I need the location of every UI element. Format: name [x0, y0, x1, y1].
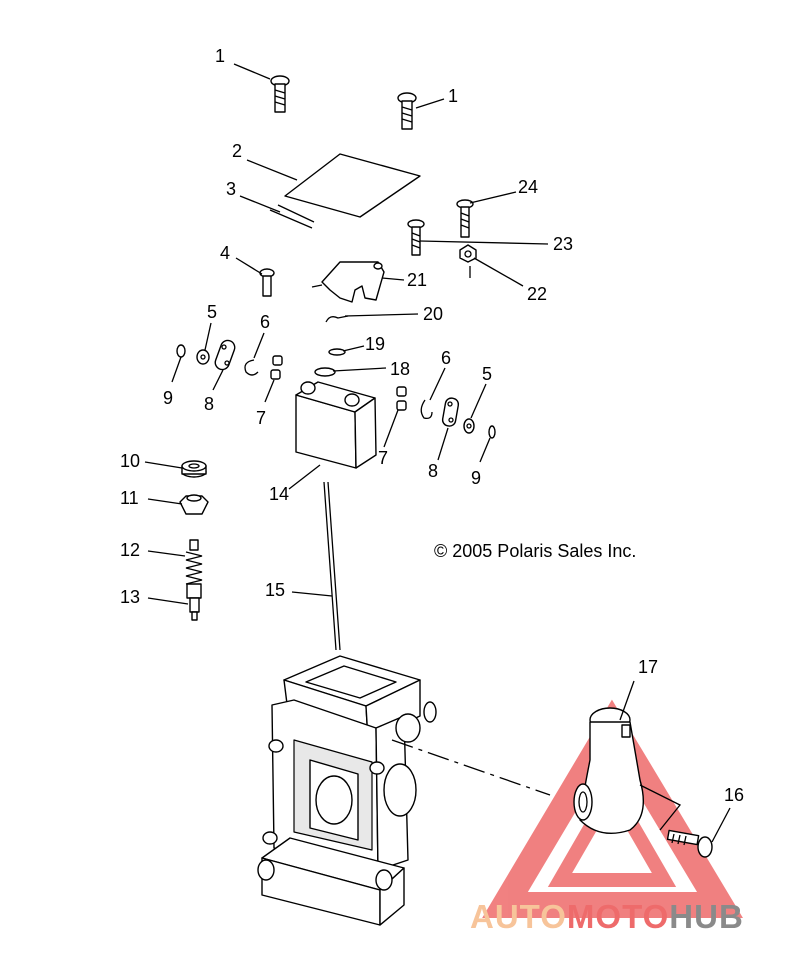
screw-1-left — [270, 75, 290, 113]
label-9-right: 9 — [471, 468, 481, 488]
label-21: 21 — [407, 270, 427, 290]
slide-valve-14 — [295, 381, 377, 469]
label-7-right: 7 — [378, 448, 388, 468]
label-7-left: 7 — [256, 408, 266, 428]
cover-plate-2 — [284, 153, 421, 218]
clip-20 — [325, 315, 349, 323]
screw-24 — [456, 199, 474, 238]
bushing-7-right — [396, 386, 407, 411]
label-5-right: 5 — [482, 364, 492, 384]
watermark-logo — [482, 699, 743, 918]
carburetor-body — [257, 655, 437, 926]
cable-dashed — [391, 739, 551, 796]
ring-9-left — [176, 344, 186, 358]
label-2: 2 — [232, 141, 242, 161]
watermark-hub: HUB — [669, 898, 744, 935]
screw-23 — [407, 219, 425, 256]
label-19: 19 — [365, 334, 385, 354]
part-labels: 1 1 2 3 4 5 6 9 8 7 21 20 19 18 24 23 22… — [120, 46, 744, 805]
screw-1-right — [397, 92, 417, 130]
label-6-left: 6 — [260, 312, 270, 332]
label-8-left: 8 — [204, 394, 214, 414]
nut-22 — [459, 244, 477, 278]
label-18: 18 — [390, 359, 410, 379]
ring-9-right — [488, 425, 496, 439]
link-8-left — [214, 339, 236, 371]
needle-13 — [189, 597, 200, 621]
cap-11 — [179, 494, 209, 515]
watermark-text: AUTOMOTOHUB — [470, 898, 744, 935]
link-8-right — [441, 397, 460, 427]
label-1-right: 1 — [448, 86, 458, 106]
washer-5-right — [463, 418, 475, 434]
clip-6-right — [420, 399, 433, 420]
pin-18 — [314, 367, 336, 377]
label-6-right: 6 — [441, 348, 451, 368]
label-22: 22 — [527, 284, 547, 304]
label-14: 14 — [269, 484, 289, 504]
copyright-notice: © 2005 Polaris Sales Inc. — [434, 541, 636, 561]
label-3: 3 — [226, 179, 236, 199]
label-1-left: 1 — [215, 46, 225, 66]
label-17: 17 — [638, 657, 658, 677]
label-12: 12 — [120, 540, 140, 560]
bracket-21 — [311, 261, 385, 303]
label-8-right: 8 — [428, 461, 438, 481]
label-10: 10 — [120, 451, 140, 471]
pin-19 — [328, 348, 346, 356]
bushing-7-left — [270, 355, 283, 380]
svg-text:AUTOMOTOHUB: AUTOMOTOHUB — [470, 898, 744, 935]
label-5-left: 5 — [207, 302, 217, 322]
watermark-triangle-icon — [482, 699, 743, 918]
label-20: 20 — [423, 304, 443, 324]
washer-5-left — [196, 349, 210, 365]
watermark-auto: AUTO — [470, 898, 567, 935]
nut-10 — [181, 460, 207, 478]
label-15: 15 — [265, 580, 285, 600]
label-13: 13 — [120, 587, 140, 607]
screw-4 — [259, 268, 275, 297]
label-9-left: 9 — [163, 388, 173, 408]
spring-12 — [185, 539, 203, 599]
clip-6-left — [244, 359, 259, 376]
label-11: 11 — [120, 488, 139, 508]
elbow-17 — [573, 707, 682, 834]
gasket-3 — [269, 204, 315, 229]
label-23: 23 — [553, 234, 573, 254]
label-4: 4 — [220, 243, 230, 263]
leader-lines — [144, 63, 731, 843]
watermark-moto: MOTO — [567, 898, 669, 935]
label-24: 24 — [518, 177, 538, 197]
screw-16 — [666, 829, 713, 858]
label-16: 16 — [724, 785, 744, 805]
rod-15 — [323, 481, 341, 651]
